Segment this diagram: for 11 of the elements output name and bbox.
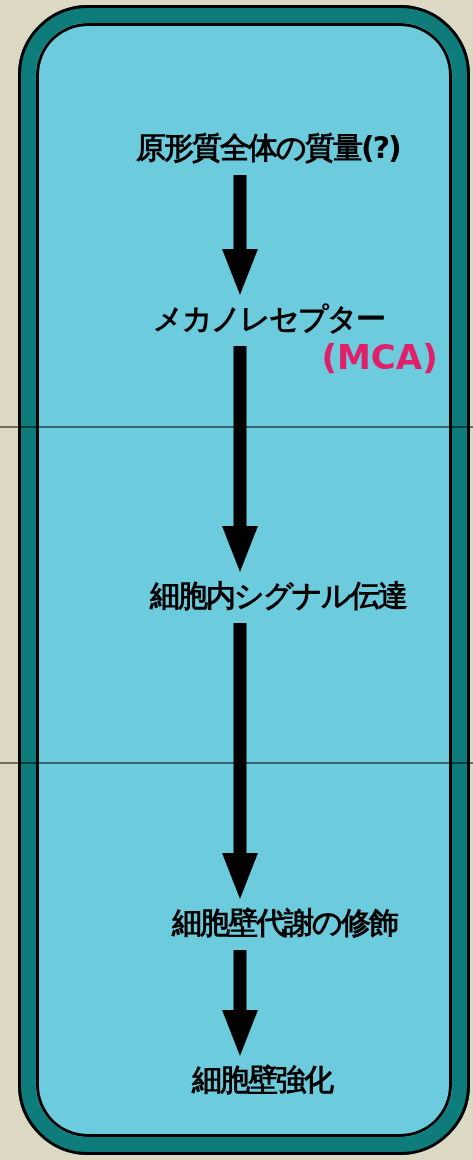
arrow <box>222 950 258 1056</box>
step-text: 細胞内シグナル伝達 <box>150 577 406 615</box>
cell-outline <box>18 5 470 1155</box>
side-label: (MCA) <box>321 337 438 377</box>
step-text: 細胞壁強化 <box>192 1061 332 1099</box>
step-text: メカノレセプター <box>152 300 384 338</box>
step-text: 細胞壁代謝の修飾 <box>171 904 397 942</box>
arrow <box>222 346 258 572</box>
arrow <box>222 623 258 899</box>
arrow <box>222 175 258 295</box>
step-text: 原形質全体の質量(?) <box>136 129 400 167</box>
